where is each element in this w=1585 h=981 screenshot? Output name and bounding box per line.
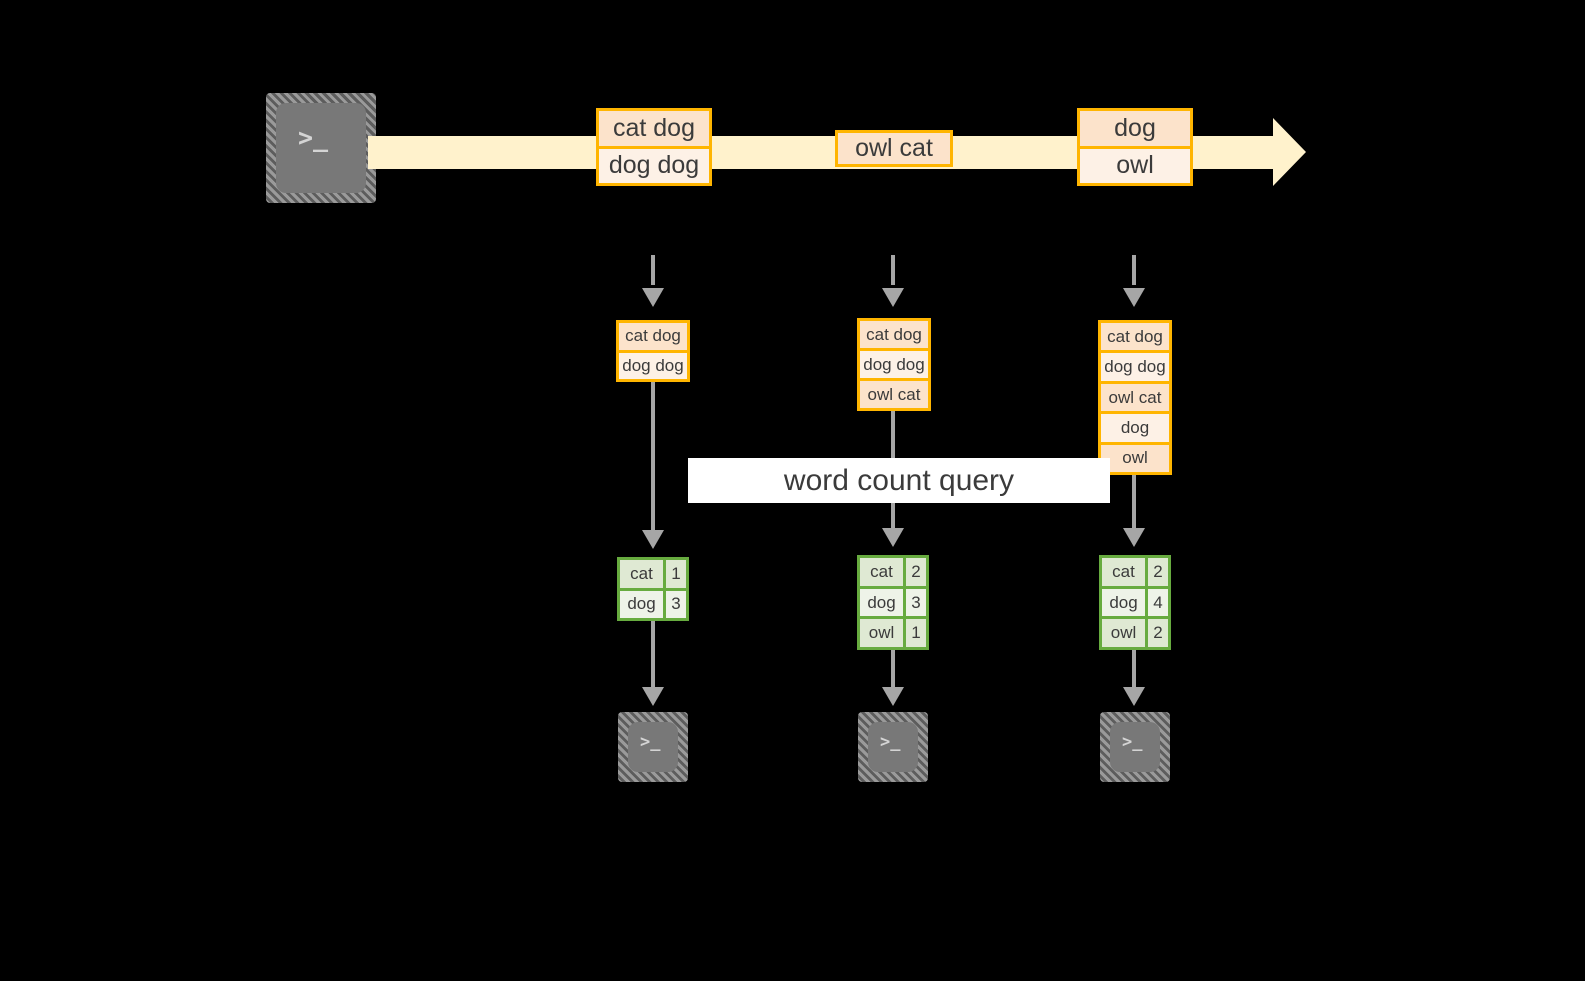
stream-batch-3-line-1: dog [1080,111,1190,146]
trigger-2-result-word-2: dog [860,588,906,617]
trigger-2-input-line-3: owl cat [860,378,928,408]
trigger-1-result-word-1: cat [620,560,666,588]
table-row: dog 3 [860,585,926,617]
trigger-3-input-table: cat dog dog dog owl cat dog owl [1098,320,1172,475]
query-label: word count query [688,458,1110,503]
trigger-3-result-count-3: 2 [1153,623,1163,643]
terminal-prompt: >_ [880,732,901,752]
trigger-1-query-connector [651,382,655,530]
trigger-3-result-count-1: 2 [1153,561,1163,581]
trigger-3-query-connector [1132,475,1136,528]
terminal-screen [276,103,366,193]
table-row: cat 2 [1102,558,1168,586]
trigger-1-sink-terminal-icon: >_ [618,712,688,782]
trigger-2-input-line-1: cat dog [860,321,928,348]
trigger-3-result-word-3: owl [1102,619,1148,648]
trigger-1-stream-connector [651,255,655,285]
table-row: dog 3 [620,587,686,618]
trigger-3-sink-connector-head [1123,687,1145,706]
stream-batch-3-line-2: owl [1080,145,1190,183]
trigger-3-input-line-3: owl cat [1101,380,1169,412]
trigger-1-result-word-2: dog [620,590,666,618]
trigger-3-query-connector-head [1123,528,1145,547]
terminal-prompt: >_ [640,732,661,752]
table-row: cat 1 [620,560,686,588]
trigger-1-result-table: cat 1 dog 3 [617,557,689,621]
trigger-3-result-word-1: cat [1102,558,1148,586]
trigger-2-result-word-1: cat [860,558,906,586]
table-row: dog 4 [1102,585,1168,617]
terminal-screen [628,722,678,772]
event-stream-arrowhead [1273,118,1306,186]
trigger-3-stream-connector [1132,255,1136,285]
trigger-2-query-connector-head [882,528,904,547]
trigger-2-input-line-2: dog dog [860,348,928,378]
terminal-screen [1110,722,1160,772]
stream-batch-2-line-1: owl cat [838,133,950,164]
trigger-2-result-count-2: 3 [911,592,921,612]
trigger-1-sink-connector [651,621,655,687]
trigger-1-sink-connector-head [642,687,664,706]
trigger-1-result-count-2: 3 [671,594,681,614]
trigger-3-result-word-2: dog [1102,588,1148,617]
terminal-screen [868,722,918,772]
source-terminal-icon: >_ [266,93,376,203]
trigger-2-stream-connector [891,255,895,285]
trigger-1-result-count-1: 1 [671,563,681,583]
stream-batch-2: owl cat [835,130,953,167]
stream-batch-1-line-2: dog dog [599,145,709,183]
trigger-1-input-table: cat dog dog dog [616,320,690,382]
trigger-2-sink-connector [891,650,895,687]
table-row: owl 2 [1102,616,1168,648]
trigger-2-input-table: cat dog dog dog owl cat [857,318,931,411]
trigger-3-sink-connector [1132,650,1136,687]
trigger-3-input-line-2: dog dog [1101,350,1169,381]
trigger-1-stream-connector-head [642,288,664,307]
trigger-3-input-line-5: owl [1101,441,1169,473]
trigger-1-input-line-2: dog dog [619,349,687,379]
trigger-3-input-line-4: dog [1101,411,1169,442]
trigger-3-sink-terminal-icon: >_ [1100,712,1170,782]
terminal-prompt: >_ [1122,732,1143,752]
trigger-2-result-count-3: 1 [911,623,921,643]
table-row: cat 2 [860,558,926,586]
trigger-1-input-line-1: cat dog [619,323,687,350]
trigger-2-result-table: cat 2 dog 3 owl 1 [857,555,929,650]
trigger-2-sink-terminal-icon: >_ [858,712,928,782]
terminal-prompt: >_ [298,123,329,152]
trigger-3-stream-connector-head [1123,288,1145,307]
trigger-2-result-count-1: 2 [911,561,921,581]
trigger-2-result-word-3: owl [860,619,906,648]
trigger-2-sink-connector-head [882,687,904,706]
stream-batch-3: dog owl [1077,108,1193,186]
trigger-1-query-connector-head [642,530,664,549]
stream-batch-1-line-1: cat dog [599,111,709,146]
trigger-3-result-table: cat 2 dog 4 owl 2 [1099,555,1171,650]
trigger-3-input-line-1: cat dog [1101,323,1169,351]
stream-batch-1: cat dog dog dog [596,108,712,186]
table-row: owl 1 [860,616,926,648]
trigger-3-result-count-2: 4 [1153,592,1163,612]
trigger-2-stream-connector-head [882,288,904,307]
